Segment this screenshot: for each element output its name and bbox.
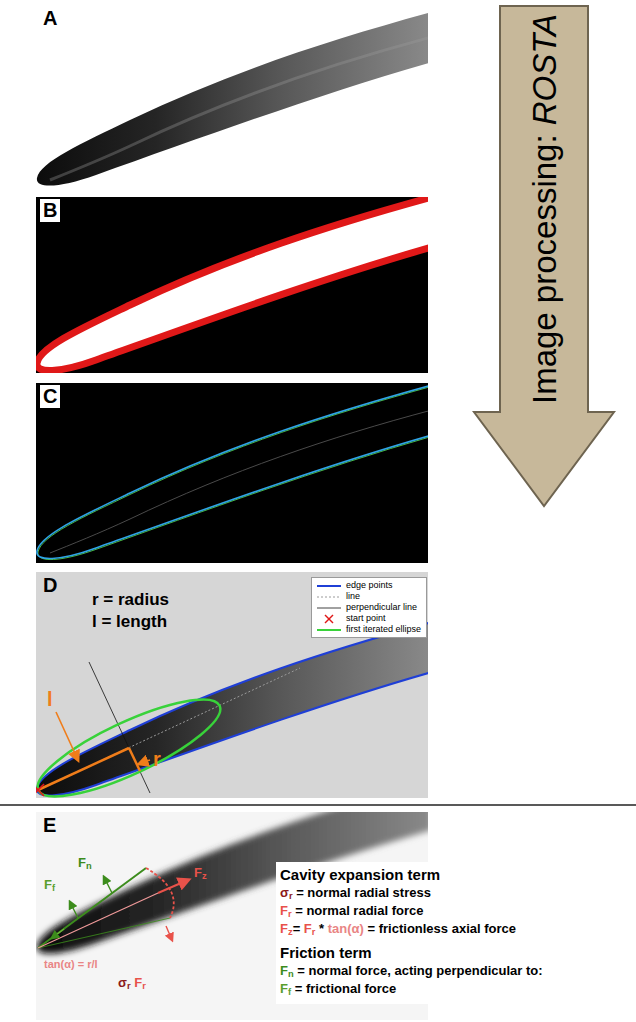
symbol: σr (280, 885, 293, 900)
term-definition: Fr = normal radial force (280, 904, 423, 919)
subscript: n (86, 861, 92, 871)
symbol: tan(α) (328, 921, 364, 936)
legend-sample (316, 603, 342, 613)
panel-d (36, 572, 428, 798)
symbol: Fn (78, 855, 92, 870)
symbol: Ff (280, 981, 291, 996)
term-definition: Ff = frictional force (280, 982, 396, 997)
definition: l = length (92, 612, 167, 632)
force-label: Ff (44, 878, 55, 893)
legend-text: edge points (346, 580, 393, 591)
subscript: z (202, 871, 207, 881)
force-label: Fn (78, 856, 92, 871)
definition: r = radius (92, 590, 169, 610)
force-label: Fz (194, 866, 207, 881)
symbol: Fz (194, 865, 207, 880)
legend-row: start point (316, 613, 421, 624)
subscript: n (288, 969, 294, 979)
legend-text: perpendicular line (346, 602, 417, 613)
panel-letter: A (40, 7, 60, 30)
legend-row: edge points (316, 580, 421, 591)
legend-text: line (346, 591, 360, 602)
legend-sample (316, 625, 342, 635)
symbol: Fr (280, 903, 292, 918)
process-label: Image processing: ROSTA (528, 14, 561, 404)
process-arrow (474, 6, 614, 506)
dimension-label: l (47, 688, 53, 711)
subscript: z (288, 927, 293, 937)
term-definition: Fz= Fr * tan(α) = frictionless axial for… (280, 922, 516, 937)
symbol: tan(α) (44, 958, 75, 970)
legend-row: first iterated ellipse (316, 624, 421, 635)
legend-box: edge pointslineperpendicular linestart p… (311, 577, 427, 638)
panel-letter: B (40, 199, 60, 222)
symbol: Ff (44, 877, 55, 892)
panel-c (36, 383, 428, 563)
legend-row: perpendicular line (316, 602, 421, 613)
legend-sample (316, 581, 342, 591)
term-heading: Cavity expansion term (280, 866, 440, 883)
legend-sample (316, 592, 342, 602)
panel-letter: D (40, 574, 60, 597)
term-definition: σr = normal radial stress (280, 886, 431, 901)
legend-text: first iterated ellipse (346, 624, 421, 635)
subscript: r (127, 981, 131, 991)
symbol: Fn (280, 963, 294, 978)
subscript: r (312, 927, 316, 937)
dimension-label: r (153, 748, 161, 771)
process-arrow-shaft: Image processing: ROSTA (500, 8, 588, 410)
term-definition: Fn = normal force, acting perpendicular … (280, 964, 543, 979)
panel-b (36, 197, 428, 373)
legend-sample (316, 614, 342, 624)
panel-letter: C (40, 385, 60, 408)
legend-text: start point (346, 613, 386, 624)
subscript: r (289, 891, 293, 901)
legend-row: line (316, 591, 421, 602)
subscript: r (288, 909, 292, 919)
angle-label: tan(α) = r/l (44, 958, 98, 971)
software-name: ROSTA (526, 14, 563, 125)
term-heading: Friction term (280, 944, 372, 961)
subscript: r (142, 981, 146, 991)
symbol: Fr (304, 921, 316, 936)
symbol: Fr (134, 975, 146, 990)
subscript: f (288, 987, 291, 997)
force-label: σr Fr (118, 976, 146, 991)
panel-letter: E (40, 814, 59, 837)
symbol: Fz (280, 921, 293, 936)
subscript: f (52, 883, 55, 893)
panel-a (36, 5, 428, 187)
panel-e (36, 812, 428, 1020)
symbol: σr (118, 975, 131, 990)
